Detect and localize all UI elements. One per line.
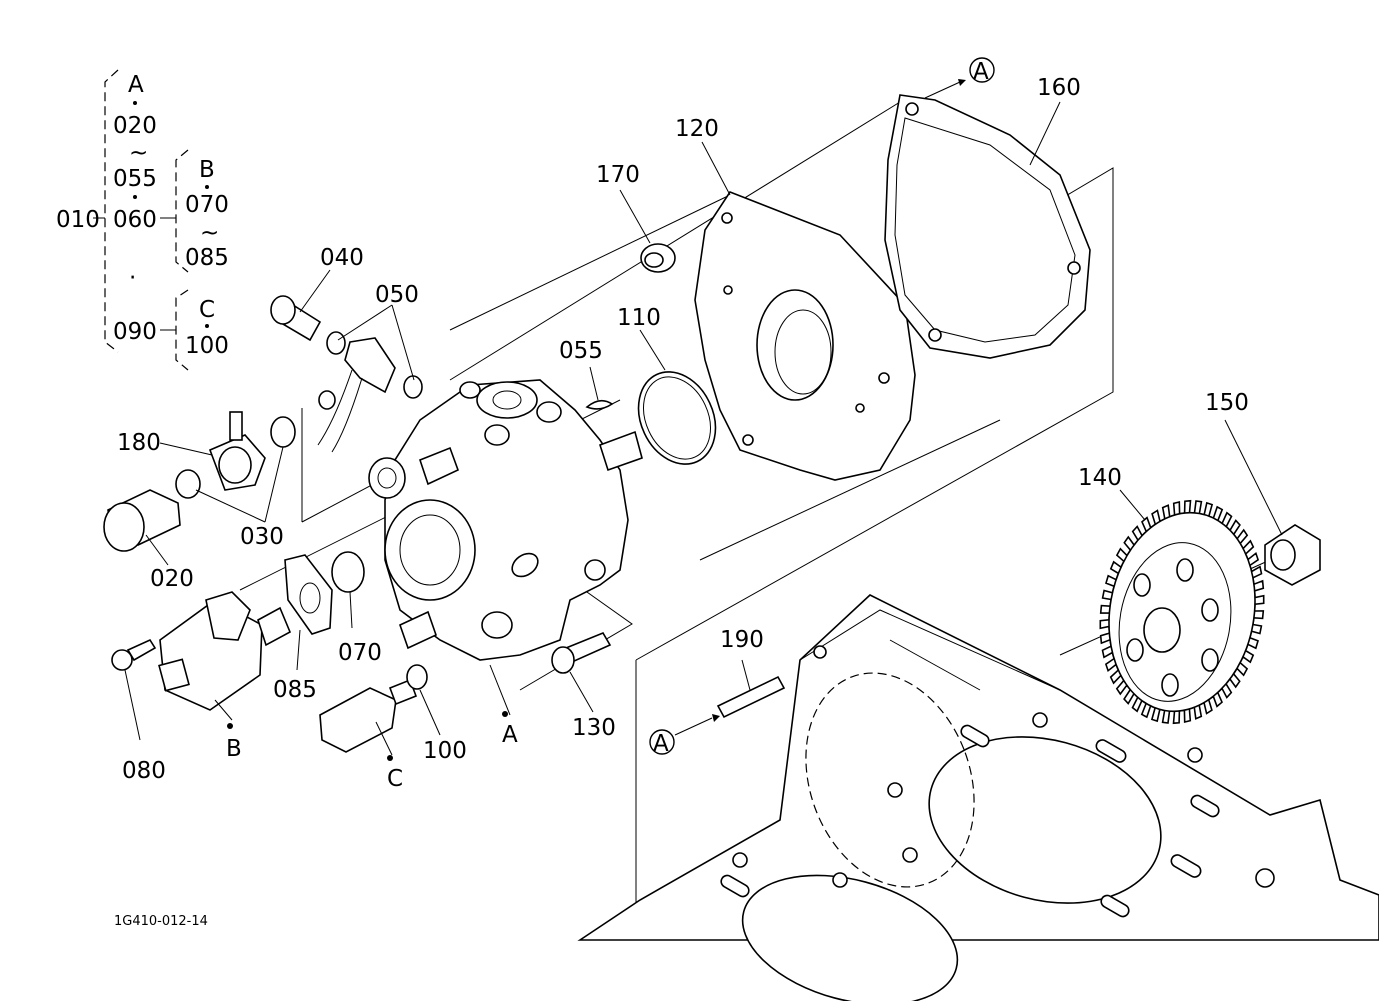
engine-block — [577, 594, 1379, 1001]
label-180: 180 — [117, 430, 161, 456]
washer-050-b — [403, 375, 423, 399]
o-ring-100 — [406, 664, 428, 690]
tree-a-tilde: ~ — [129, 140, 148, 166]
tree-c-100: 100 — [185, 333, 229, 359]
callout-labels: 040 050 055 110 120 160 170 150 140 180 … — [117, 75, 1249, 792]
stud-190 — [716, 675, 786, 719]
tree-b-start: 070 — [185, 192, 229, 218]
label-030: 030 — [240, 524, 284, 550]
bolt-080 — [111, 638, 157, 671]
label-110: 110 — [617, 305, 661, 331]
washer-030-b — [175, 469, 201, 499]
label-120: 120 — [675, 116, 719, 142]
label-055: 055 — [559, 338, 603, 364]
gear-140 — [1099, 499, 1265, 725]
label-070: 070 — [338, 640, 382, 666]
label-170: 170 — [596, 162, 640, 188]
washer-050-a — [326, 331, 346, 355]
label-190: 190 — [720, 627, 764, 653]
drawing-code: 1G410-012-14 — [114, 914, 208, 929]
label-020: 020 — [150, 566, 194, 592]
tree-a-start: 020 — [113, 113, 157, 139]
tree-b-tilde: ~ — [200, 220, 219, 246]
tree-dot: · — [129, 265, 136, 291]
label-050: 050 — [375, 282, 419, 308]
label-sub-a: A — [502, 722, 518, 748]
label-080: 080 — [122, 758, 166, 784]
ref-bottom-label: A — [653, 731, 669, 757]
tree-090: 090 — [113, 319, 157, 345]
gasket-160 — [884, 94, 1091, 359]
o-ring-110 — [637, 371, 717, 465]
nut-150 — [1264, 524, 1321, 586]
tree-a-label: A — [128, 72, 144, 98]
sensor-c — [319, 678, 418, 753]
tree-b-label: B — [199, 157, 215, 183]
label-085: 085 — [273, 677, 317, 703]
bolt-020 — [103, 489, 181, 552]
label-150: 150 — [1205, 390, 1249, 416]
leader-lines — [124, 101, 1283, 756]
nut-170 — [640, 243, 676, 273]
tree-c-label: C — [199, 297, 215, 323]
label-130: 130 — [572, 715, 616, 741]
tree-a-060: 060 — [113, 207, 157, 233]
label-sub-c: C — [387, 766, 403, 792]
banjo-fitting-180 — [208, 411, 266, 491]
ref-marker-bottom: A — [649, 714, 720, 757]
bolt-130 — [551, 631, 612, 674]
tree-b-end: 085 — [185, 245, 229, 271]
label-160: 160 — [1037, 75, 1081, 101]
washer-030-a — [270, 416, 296, 448]
tree-a-end: 055 — [113, 166, 157, 192]
tree-root-label: 010 — [56, 207, 100, 233]
banjo-bolt-040 — [270, 295, 322, 342]
key-055 — [585, 399, 614, 410]
label-sub-b: B — [226, 736, 242, 762]
gasket-085 — [284, 554, 333, 635]
ref-top-label: A — [973, 59, 989, 85]
label-040: 040 — [320, 245, 364, 271]
pipe — [317, 369, 353, 446]
o-ring-070 — [331, 551, 365, 593]
control-valve-b — [158, 591, 292, 711]
injection-pump-body — [368, 379, 643, 661]
label-140: 140 — [1078, 465, 1122, 491]
pipe-joint — [344, 337, 396, 394]
label-100: 100 — [423, 738, 467, 764]
flange-plate-120 — [694, 191, 916, 481]
assembly-tree: 010 A 020 ~ 055 060 B 070 ~ 085 · 090 C … — [56, 69, 229, 371]
ref-marker-top: A — [924, 57, 995, 99]
